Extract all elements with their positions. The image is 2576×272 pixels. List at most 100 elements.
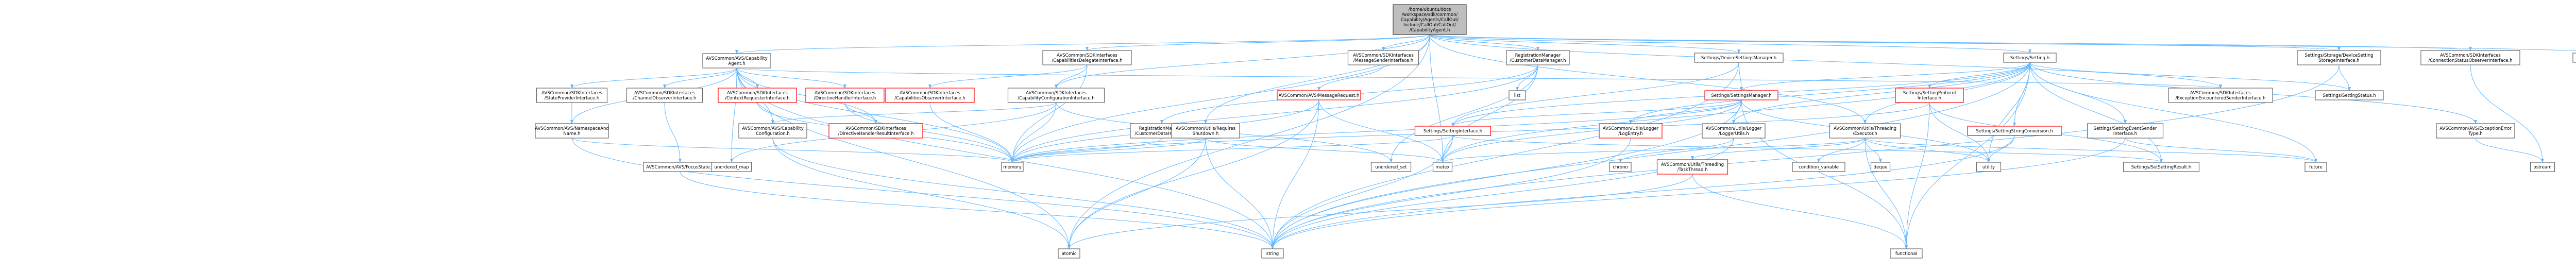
node-unordered-map[interactable]: unordered_map [711,162,752,172]
node-label-line: Settings/SettingStringConversion.h [1976,129,2053,134]
node-atomic[interactable]: atomic [1058,248,1080,259]
node-utility[interactable]: utility [1976,162,2002,172]
node-avscommon-sdkinterfaces-directivehandlerinterface-h[interactable]: AVSCommon/SDKInterfaces/DirectiveHandler… [805,88,885,103]
edge-1-to-10 [570,67,737,89]
edge-2-to-14 [928,64,1088,89]
edge-16-to-48 [1271,99,1319,249]
node-avscommon-utils-threading-executor-h[interactable]: AVSCommon/Utils/Threading/Executor.h [1829,123,1901,139]
node-box [2123,162,2200,172]
node-label-line: AVSCommon/SDKInterfaces [2440,53,2501,58]
node-avscommon-sdkinterfaces-capabilitiesobserverinterface-h[interactable]: AVSCommon/SDKInterfaces/CapabilitiesObse… [885,88,975,103]
node-string[interactable]: string [1261,248,1284,259]
edge-26-to-48 [1205,138,1274,249]
node-avscommon-sdkinterfaces-stateproviderinterface-h[interactable]: AVSCommon/SDKInterfaces/StateProviderInt… [536,88,608,103]
edge-0-to-2 [1086,34,1430,51]
node-registrationmanager-customerdatamanager-h[interactable]: RegistrationManager/CustomerDataManager.… [1506,50,1570,65]
node-label-line: Settings/Setting.h [2010,56,2049,61]
edge-6-to-44 [2029,62,2163,163]
node-deque[interactable]: deque [1870,162,1891,172]
node-label-line: /CustomerDataManager.h [1510,58,1566,63]
node-ostream[interactable]: ostream [2530,162,2555,172]
node-chrono[interactable]: chrono [1609,162,1632,172]
node-box [1506,50,1570,65]
node-settings-devicesettingsmanager-h[interactable]: Settings/DeviceSettingsManager.h [1694,53,1784,63]
edge-27-to-36 [1011,135,1453,163]
node-avscommon-sdkinterfaces-channelobserverinterface-h[interactable]: AVSCommon/SDKInterfaces/ChannelObserverI… [626,88,703,103]
node-settings-settingstringconversion-h[interactable]: Settings/SettingStringConversion.h [1967,126,2062,136]
node-avscommon-sdkinterfaces-exceptionencounteredsenderinterface-h[interactable]: AVSCommon/SDKInterfaces/ExceptionEncount… [2168,88,2273,103]
node-settings-settingstatus-h[interactable]: Settings/SettingStatus.h [2315,90,2384,100]
node-settings-setting-h[interactable]: Settings/Setting.h [2003,53,2057,63]
node-future[interactable]: future [2304,162,2327,172]
node-label-line: mutex [1435,165,1449,170]
edge-26-to-38 [1205,138,1444,163]
node-list[interactable]: list [1509,90,1526,100]
node-avscommon-avs-focusstate-h[interactable]: AVSCommon/AVS/FocusState.h [643,162,717,172]
edge-1-to-13 [736,67,846,89]
node-settings-settingsmanager-h[interactable]: Settings/SettingsManager.h [1704,90,1778,100]
node-avscommon-sdkinterfaces-capabilitiesdelegateinterface-h[interactable]: AVSCommon/SDKInterfaces/CapabilitiesDele… [1042,50,1132,65]
node-settings-settinginterface-h[interactable]: Settings/SettingInterface.h [1414,126,1492,136]
node-box [2003,53,2057,63]
node-settings-setsettingresult-h[interactable]: Settings/SetSettingResult.h [2123,162,2200,172]
node-avscommon-avs-messagerequest-h[interactable]: AVSCommon/AVS/MessageRequest.h [1277,90,1361,100]
node-unordered-set[interactable]: unordered_set [1370,162,1412,172]
node-box [1792,162,1845,172]
node-rapidjson-document-h[interactable]: rapidjson/document.h [2572,53,2576,63]
node-avscommon-utils-logger-logentry-h[interactable]: AVSCommon/Utils/Logger/LogEntry.h [1599,123,1663,139]
node-label-line: /CapabilitiesObserverInterface.h [894,96,965,101]
node-avscommon-avs-capabilityconfiguration-h[interactable]: AVSCommon/AVS/CapabilityConfiguration.h [738,123,807,139]
node-avscommon-utils-logger-loggerutils-h[interactable]: AVSCommon/Utils/Logger/LoggerUtils.h [1702,123,1766,139]
node-box [702,53,771,69]
node-label-line: /DirectiveHandlerInterface.h [814,96,876,101]
edge-19-to-49 [1905,102,1930,249]
node-box [1277,90,1361,100]
node-label-line: Capability/Agents/CallOut/ [1401,18,1459,23]
node-home-ubuntu-docs-workspace-sdk-common-capability-agents-callout-include-callout-callout-capabilityagent-h[interactable]: /home/ubuntu/docs/workspace/sdk/common/C… [1393,4,1467,35]
node-settings-storage-devicesettingstorageinterface-h[interactable]: Settings/Storage/DeviceSettingStorageInt… [2297,50,2381,65]
node-avscommon-sdkinterfaces-capabilityconfigurationinterface-h[interactable]: AVSCommon/SDKInterfaces/CapabilityConfig… [1007,88,1105,103]
node-box [1870,162,1891,172]
node-label-line: memory [1003,165,1022,170]
node-avscommon-utils-threading-taskthread-h[interactable]: AVSCommon/Utils/Threading/TaskThread.h [1656,159,1728,175]
node-label-line: /MessageSenderInterface.h [1353,58,1413,63]
node-avscommon-sdkinterfaces-connectionstatusobserverinterface-h[interactable]: AVSCommon/SDKInterfaces/ConnectionStatus… [2420,50,2520,65]
node-label-line: Configuration.h [756,131,790,137]
edge-30-to-42 [1865,138,1882,163]
node-functional[interactable]: functional [1890,248,1923,259]
edge-0-to-21 [1429,34,2222,89]
node-box [1414,126,1492,136]
node-box [1694,53,1784,63]
edge-30-to-49 [1865,138,1908,249]
dependency-nodes: /home/ubuntu/docs/workspace/sdk/common/C… [535,4,2576,259]
edge-28-to-48 [1271,138,1631,249]
node-condition-variable[interactable]: condition_variable [1792,162,1845,172]
node-mutex[interactable]: mutex [1432,162,1453,172]
node-label-line: Type.h [2468,131,2483,137]
edge-11-to-34 [664,102,682,163]
edge-0-to-3 [1382,34,1430,51]
node-avscommon-sdkinterfaces-messagesenderinterface-h[interactable]: AVSCommon/SDKInterfaces/MessageSenderInt… [1347,50,1419,65]
node-avscommon-sdkinterfaces-contextrequesterinterface-h[interactable]: AVSCommon/SDKInterfaces/ContextRequester… [718,88,797,103]
node-avscommon-sdkinterfaces-directivehandlerresultinterface-h[interactable]: AVSCommon/SDKInterfaces/DirectiveHandler… [828,123,923,139]
node-box [805,88,885,103]
node-label-line: chrono [1613,165,1628,170]
node-label-line: utility [1982,165,1995,170]
node-label-line: AVSCommon/SDKInterfaces [541,91,602,96]
node-label-line: /home/ubuntu/docs [1409,7,1451,12]
node-memory[interactable]: memory [1001,162,1024,172]
node-label-line: Interface.h [1918,96,1941,101]
node-box [2530,162,2555,172]
edge-7-to-20 [2338,64,2351,91]
edge-30-to-40 [1691,138,1866,160]
edge-40-to-49 [1692,174,1908,249]
node-box [626,88,703,103]
edge-18-to-49 [1741,99,1908,249]
node-avscommon-avs-capabilityagent-h[interactable]: AVSCommon/AVS/CapabilityAgent.h [702,53,771,69]
edge-5-to-27 [1451,62,1739,127]
